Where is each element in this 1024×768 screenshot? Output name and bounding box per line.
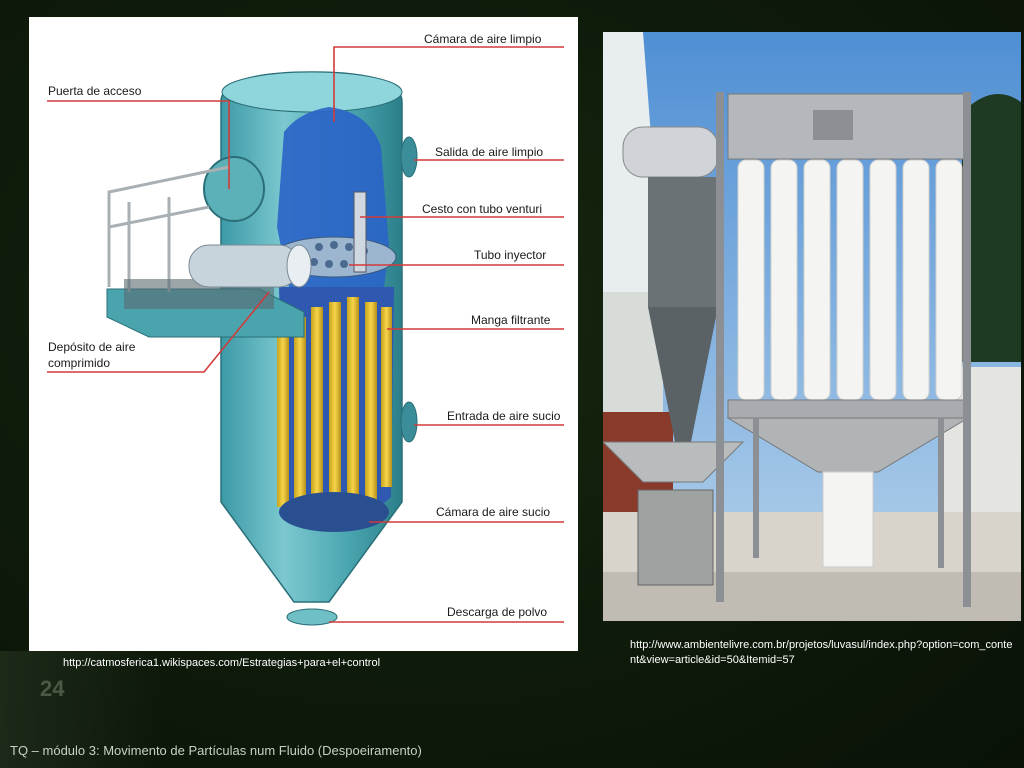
bag-filter-illustration bbox=[29, 17, 578, 651]
diagram-source-link[interactable]: http://catmosferica1.wikispaces.com/Estr… bbox=[63, 657, 380, 669]
label-camara-aire-sucio: Cámara de aire sucio bbox=[436, 505, 550, 519]
label-cesto-tubo-venturi: Cesto con tubo venturi bbox=[422, 202, 542, 216]
label-entrada-aire-sucio: Entrada de aire sucio bbox=[447, 409, 560, 423]
bag-filter-diagram: Cámara de aire limpio Puerta de acceso S… bbox=[29, 17, 578, 651]
bag-filter-photo bbox=[603, 32, 1021, 621]
label-salida-aire-limpio: Salida de aire limpio bbox=[435, 145, 543, 159]
label-tubo-inyector: Tubo inyector bbox=[474, 248, 546, 262]
label-deposito-line2: comprimido bbox=[48, 356, 110, 370]
photo-source-link[interactable]: http://www.ambientelivre.com.br/projetos… bbox=[630, 638, 1015, 668]
bag-filter-photo-image bbox=[603, 32, 1021, 621]
label-deposito-line1: Depósito de aire bbox=[48, 340, 135, 354]
label-manga-filtrante: Manga filtrante bbox=[471, 313, 550, 327]
slide-number: 24 bbox=[40, 676, 64, 702]
label-puerta-acceso: Puerta de acceso bbox=[48, 84, 141, 98]
label-camara-aire-limpio: Cámara de aire limpio bbox=[424, 32, 541, 46]
label-descarga-polvo: Descarga de polvo bbox=[447, 605, 547, 619]
slide-footer: TQ – módulo 3: Movimento de Partículas n… bbox=[10, 743, 422, 758]
